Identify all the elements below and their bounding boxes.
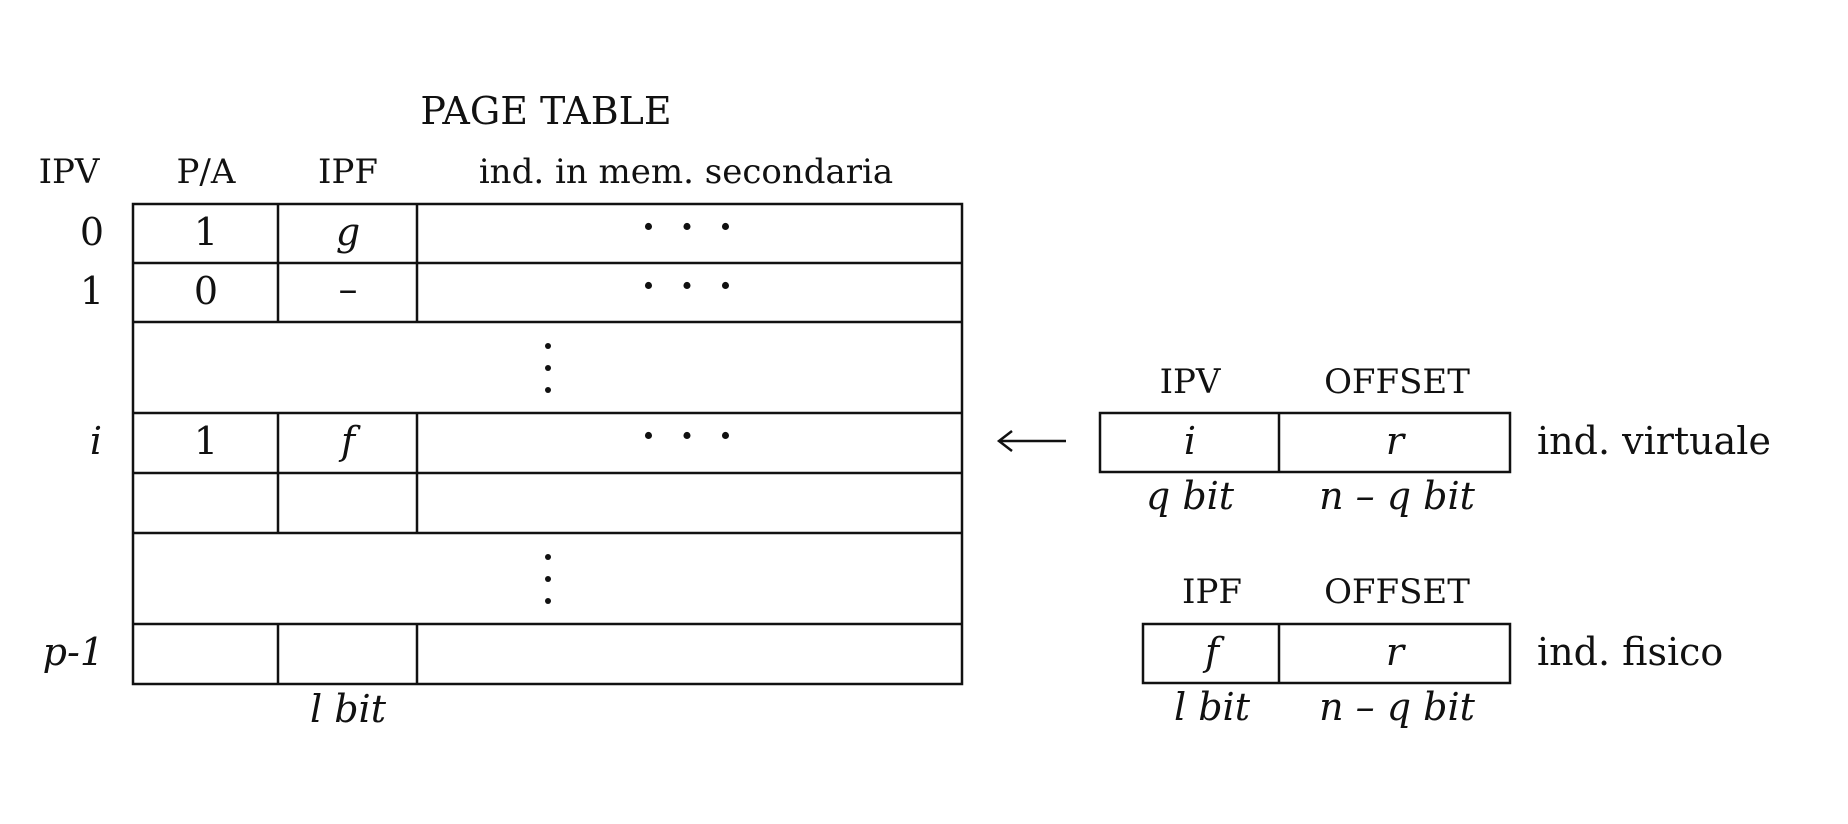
ellipsis-dot [545, 365, 551, 371]
ipf-width-label: l bit [310, 687, 387, 731]
virtual-offset-width: n – q bit [1319, 474, 1476, 518]
table-row: i 1 f · · · [90, 413, 738, 463]
column-header-secondary-memory: ind. in mem. secondaria [479, 152, 893, 192]
secondary-cell: · · · [642, 263, 738, 308]
physical-offset-value: r [1386, 630, 1407, 674]
virtual-ipv-header: IPV [1160, 362, 1222, 402]
physical-offset-width: n – q bit [1319, 685, 1476, 729]
virtual-address-label: ind. virtuale [1537, 419, 1771, 463]
physical-address-label: ind. fisico [1537, 630, 1723, 674]
virtual-offset-header: OFFSET [1324, 362, 1470, 402]
ellipsis-dot [545, 576, 551, 582]
left-arrow-icon [996, 430, 1066, 452]
virtual-ipv-value: i [1184, 419, 1196, 463]
ipf-cell: g [336, 210, 360, 254]
physical-ipf-header: IPF [1182, 572, 1242, 612]
ipf-cell: – [339, 267, 358, 311]
page-table-title: PAGE TABLE [420, 89, 671, 133]
physical-ipf-value: f [1202, 630, 1225, 674]
physical-address-box [1141, 622, 1512, 685]
pa-cell: 1 [194, 419, 218, 463]
pa-cell: 1 [194, 210, 218, 254]
physical-address: IPF OFFSET f r l bit n – q bit ind. fisi… [1141, 572, 1723, 729]
table-row: 1 0 – · · · [80, 263, 738, 313]
row-ipv-label: i [90, 419, 102, 463]
virtual-address-box [1098, 411, 1512, 474]
row-ipv-label: p-1 [43, 630, 104, 674]
vertical-ellipsis [545, 554, 551, 604]
column-header-ipv: IPV [39, 152, 101, 192]
table-outline [131, 202, 964, 686]
secondary-cell: · · · [642, 413, 738, 458]
vertical-ellipsis [545, 343, 551, 393]
physical-ipf-width: l bit [1174, 685, 1251, 729]
column-header-pa: P/A [177, 152, 236, 192]
physical-offset-header: OFFSET [1324, 572, 1470, 612]
ellipsis-dot [545, 598, 551, 604]
page-table-grid [131, 202, 964, 686]
ellipsis-dot [545, 343, 551, 349]
table-row: 0 1 g · · · [80, 204, 738, 254]
ellipsis-dot [545, 387, 551, 393]
ellipsis-dot [545, 554, 551, 560]
secondary-cell: · · · [642, 204, 738, 249]
row-ipv-label: 1 [80, 269, 104, 313]
column-header-ipf: IPF [318, 152, 378, 192]
row-ipv-label: 0 [80, 210, 104, 254]
pa-cell: 0 [194, 269, 218, 313]
virtual-offset-value: r [1386, 419, 1407, 463]
virtual-ipv-width: q bit [1146, 474, 1235, 518]
ipf-cell: f [338, 419, 361, 463]
table-row: p-1 [43, 630, 104, 674]
virtual-address: IPV OFFSET i r q bit n – q bit ind. virt… [1098, 362, 1771, 518]
